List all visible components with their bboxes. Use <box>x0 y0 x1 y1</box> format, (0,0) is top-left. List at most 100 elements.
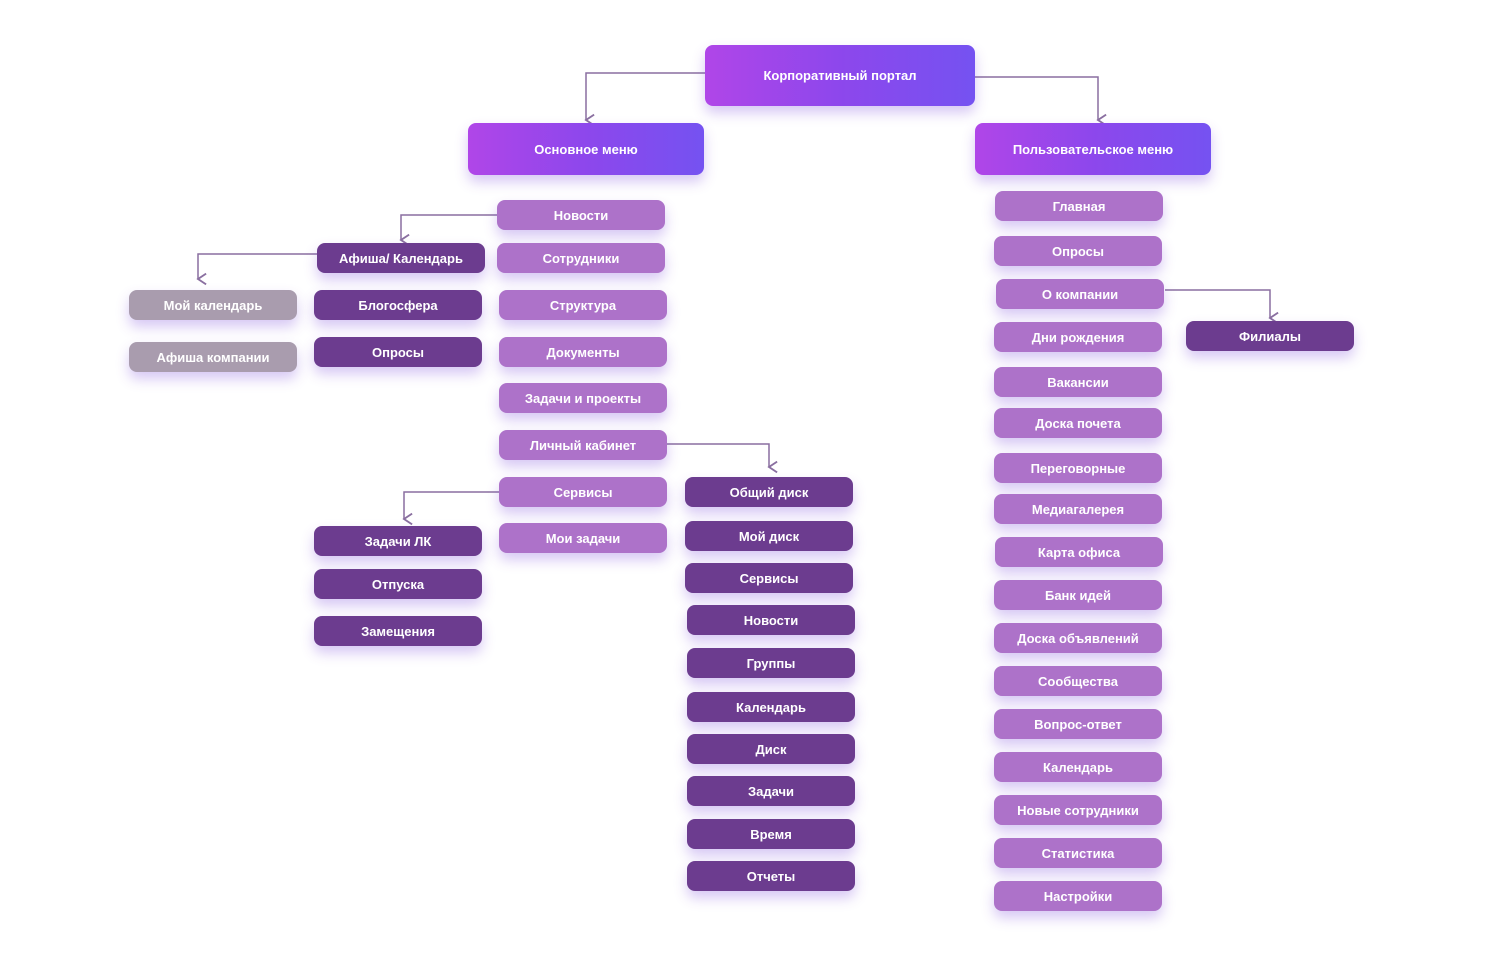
main-menu-item-my-tasks[interactable]: Мои задачи <box>499 523 667 553</box>
node-label: Мой диск <box>738 528 800 544</box>
user-menu-item-home[interactable]: Главная <box>995 191 1163 221</box>
node-label: Дни рождения <box>1031 329 1125 345</box>
connector-afisha-to-my-calendar <box>198 253 317 279</box>
node-label: Афиша компании <box>156 349 270 365</box>
main-menu-item-tasks-projects[interactable]: Задачи и проекты <box>499 383 667 413</box>
connector-news-to-afisha <box>401 214 497 240</box>
user-menu-item-about-company[interactable]: О компании <box>996 279 1164 309</box>
connector-root-to-user-menu <box>975 76 1098 120</box>
node-label: Сообщества <box>1038 673 1118 689</box>
user-menu-item-calendar[interactable]: Календарь <box>994 752 1162 782</box>
node-label: Сервисы <box>739 570 799 586</box>
node-label: Календарь <box>1043 759 1113 775</box>
node-label: Календарь <box>736 699 806 715</box>
afisha-child-company-afisha[interactable]: Афиша компании <box>129 342 297 372</box>
user-menu-item-bulletin-board[interactable]: Доска объявлений <box>994 623 1162 653</box>
user-menu-item-polls[interactable]: Опросы <box>994 236 1162 266</box>
cabinet-child-my-disk[interactable]: Мой диск <box>685 521 853 551</box>
node-label: Афиша/ Календарь <box>339 250 463 266</box>
node-label: Личный кабинет <box>529 437 637 453</box>
main-menu-item-employees[interactable]: Сотрудники <box>497 243 665 273</box>
node-label: Карта офиса <box>1037 544 1121 560</box>
company-child-branches[interactable]: Филиалы <box>1186 321 1354 351</box>
node-label: Документы <box>546 344 620 360</box>
node-label: Опросы <box>1051 243 1104 259</box>
user-menu-item-idea-bank[interactable]: Банк идей <box>994 580 1162 610</box>
node-label: Основное меню <box>534 141 638 157</box>
cabinet-child-groups[interactable]: Группы <box>687 648 855 678</box>
news-child-polls[interactable]: Опросы <box>314 337 482 367</box>
node-label: Медиагалерея <box>1031 501 1125 517</box>
node-label: Настройки <box>1043 888 1113 904</box>
node-label: Задачи ЛК <box>364 533 432 549</box>
user-menu-item-statistics[interactable]: Статистика <box>994 838 1162 868</box>
cabinet-child-news[interactable]: Новости <box>687 605 855 635</box>
node-label: Главная <box>1052 198 1106 214</box>
main-menu-item-personal-cabinet[interactable]: Личный кабинет <box>499 430 667 460</box>
node-label: Отпуска <box>371 576 425 592</box>
user-menu-item-new-employees[interactable]: Новые сотрудники <box>994 795 1162 825</box>
node-label: Задачи <box>747 783 795 799</box>
user-menu-item-honor-board[interactable]: Доска почета <box>994 408 1162 438</box>
main-menu-node[interactable]: Основное меню <box>468 123 704 175</box>
node-label: Пользовательское меню <box>1012 141 1174 157</box>
user-menu-item-birthdays[interactable]: Дни рождения <box>994 322 1162 352</box>
node-label: Сервисы <box>553 484 613 500</box>
cabinet-child-time[interactable]: Время <box>687 819 855 849</box>
node-label: Вакансии <box>1047 374 1109 390</box>
services-child-tasks-lk[interactable]: Задачи ЛК <box>314 526 482 556</box>
connector-root-to-main-menu <box>586 72 705 120</box>
node-label: О компании <box>1041 286 1119 302</box>
node-label: Доска объявлений <box>1017 630 1139 646</box>
node-label: Диск <box>755 741 787 757</box>
news-child-afisha-calendar[interactable]: Афиша/ Календарь <box>317 243 485 273</box>
node-label: Переговорные <box>1030 460 1126 476</box>
news-child-blogosphere[interactable]: Блогосфера <box>314 290 482 320</box>
cabinet-child-shared-disk[interactable]: Общий диск <box>685 477 853 507</box>
node-label: Корпоративный портал <box>763 68 917 83</box>
node-label: Общий диск <box>729 484 809 500</box>
connector-services-to-tasks-lk <box>404 491 499 519</box>
node-label: Задачи и проекты <box>524 390 642 406</box>
main-menu-item-documents[interactable]: Документы <box>499 337 667 367</box>
user-menu-item-office-map[interactable]: Карта офиса <box>995 537 1163 567</box>
services-child-vacations[interactable]: Отпуска <box>314 569 482 599</box>
cabinet-child-calendar[interactable]: Календарь <box>687 692 855 722</box>
node-label: Отчеты <box>746 868 796 884</box>
user-menu-item-qa[interactable]: Вопрос-ответ <box>994 709 1162 739</box>
user-menu-item-vacancies[interactable]: Вакансии <box>994 367 1162 397</box>
node-label: Блогосфера <box>358 297 438 313</box>
node-label: Филиалы <box>1239 328 1301 344</box>
cabinet-child-reports[interactable]: Отчеты <box>687 861 855 891</box>
afisha-child-my-calendar[interactable]: Мой календарь <box>129 290 297 320</box>
user-menu-node[interactable]: Пользовательское меню <box>975 123 1211 175</box>
main-menu-item-structure[interactable]: Структура <box>499 290 667 320</box>
cabinet-child-services[interactable]: Сервисы <box>685 563 853 593</box>
cabinet-child-tasks[interactable]: Задачи <box>687 776 855 806</box>
cabinet-child-disk[interactable]: Диск <box>687 734 855 764</box>
user-menu-item-media-gallery[interactable]: Медиагалерея <box>994 494 1162 524</box>
node-label: Опросы <box>371 344 424 360</box>
connector-cabinet-to-shared-disk <box>667 443 769 467</box>
main-menu-item-news[interactable]: Новости <box>497 200 665 230</box>
node-label: Доска почета <box>1035 415 1121 431</box>
root-node-corporate-portal[interactable]: Корпоративный портал <box>705 45 975 106</box>
user-menu-item-meeting-rooms[interactable]: Переговорные <box>994 453 1162 483</box>
node-label: Мои задачи <box>545 530 621 546</box>
node-label: Группы <box>746 655 796 671</box>
node-label: Замещения <box>361 623 435 639</box>
main-menu-item-services[interactable]: Сервисы <box>499 477 667 507</box>
node-label: Структура <box>549 297 617 313</box>
node-label: Статистика <box>1041 845 1115 861</box>
node-label: Новые сотрудники <box>1017 802 1139 818</box>
node-label: Сотрудники <box>542 250 620 266</box>
node-label: Мой календарь <box>163 297 263 313</box>
user-menu-item-settings[interactable]: Настройки <box>994 881 1162 911</box>
user-menu-item-communities[interactable]: Сообщества <box>994 666 1162 696</box>
node-label: Новости <box>553 207 609 223</box>
connector-company-to-branches <box>1165 289 1270 318</box>
node-label: Банк идей <box>1044 587 1111 603</box>
node-label: Новости <box>743 612 799 628</box>
services-child-substitutions[interactable]: Замещения <box>314 616 482 646</box>
node-label: Вопрос-ответ <box>1034 716 1122 732</box>
